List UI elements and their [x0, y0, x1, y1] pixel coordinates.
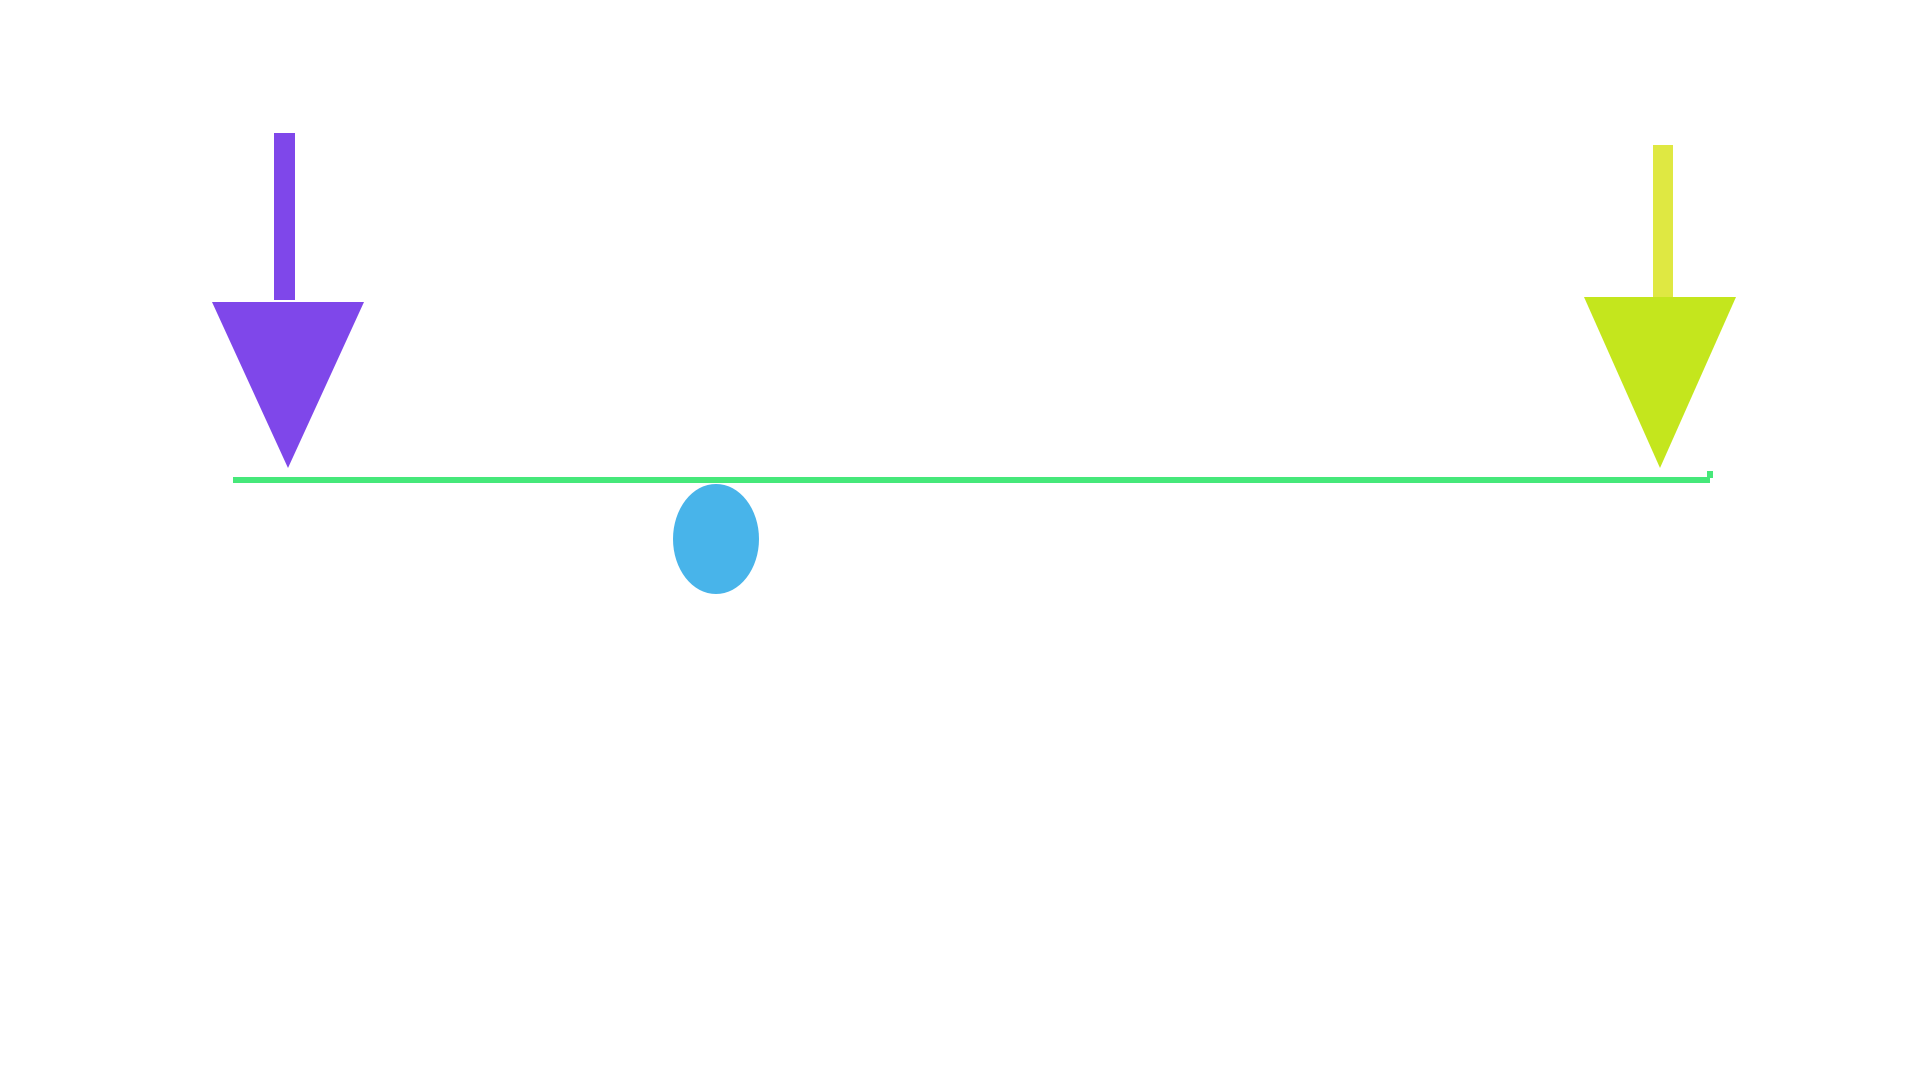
beam-line: [233, 477, 1710, 483]
left-arrow-head: [212, 302, 364, 468]
fulcrum-support: [673, 484, 759, 594]
beam-end-marker: [1707, 471, 1713, 478]
right-arrow-head: [1584, 297, 1736, 468]
right-arrow-shaft: [1653, 145, 1673, 297]
left-arrow-shaft: [274, 133, 295, 300]
